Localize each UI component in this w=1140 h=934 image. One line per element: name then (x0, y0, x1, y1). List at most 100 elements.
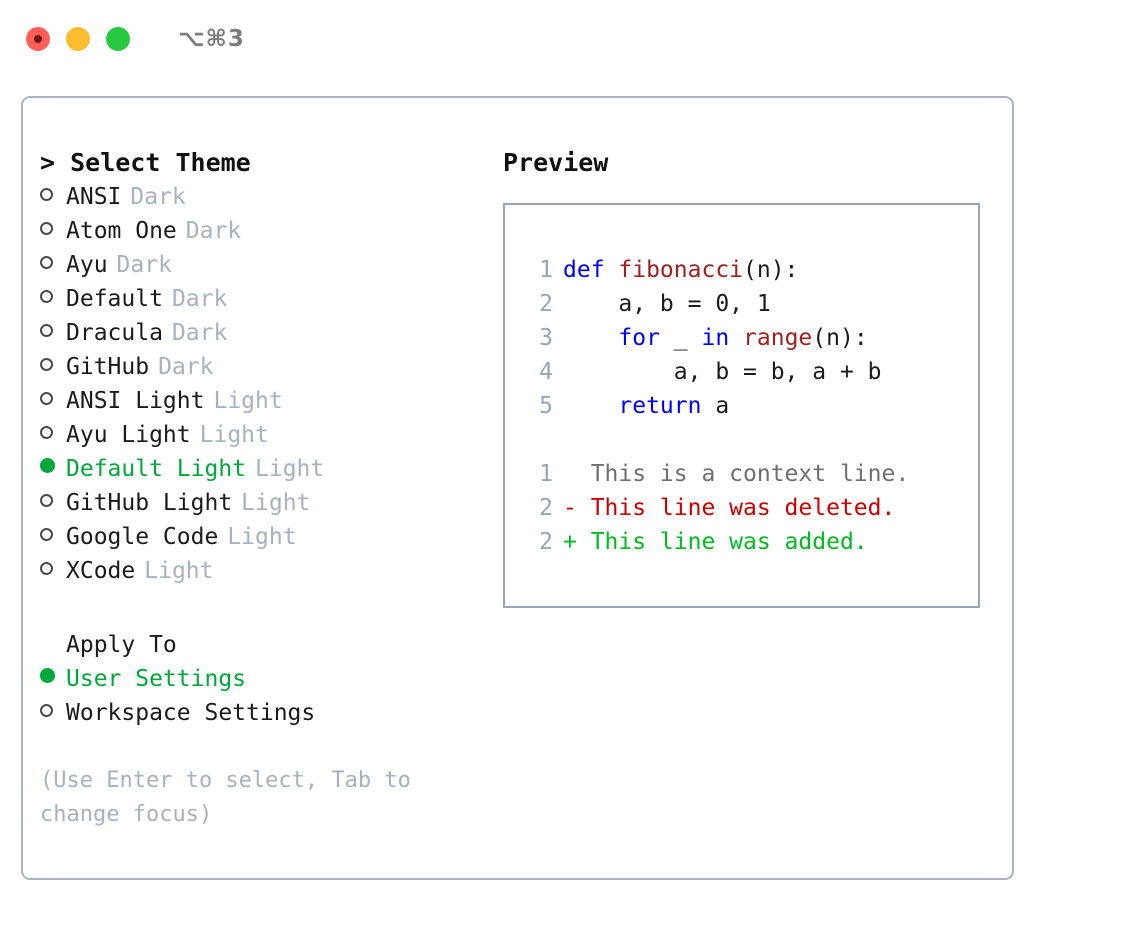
diff-line-deleted: 2- This line was deleted. (523, 491, 978, 525)
code-line-content: def fibonacci(n): (563, 253, 798, 287)
theme-option-ansi[interactable]: ANSI Dark (40, 180, 503, 214)
maximize-button-icon[interactable] (106, 27, 130, 51)
code-token-pl: a, b = b, a + b (563, 359, 882, 385)
radio-unselected-icon[interactable] (40, 256, 66, 269)
code-line: 4 a, b = b, a + b (523, 355, 978, 389)
apply-to-heading: Apply To (66, 632, 177, 658)
diff-line-number: 1 (539, 461, 553, 487)
code-line-content: a, b = b, a + b (563, 355, 882, 389)
window-titlebar: ⌥⌘3 (0, 0, 1140, 78)
code-token-kw: return (618, 393, 702, 419)
code-line-content: for _ in range(n): (563, 321, 868, 355)
radio-dot (40, 256, 53, 269)
theme-option-tag: Light (255, 456, 325, 482)
radio-unselected-icon[interactable] (40, 358, 66, 371)
radio-dot (40, 290, 53, 303)
code-line-number: 1 (539, 257, 553, 283)
code-line: 5 return a (523, 389, 978, 423)
radio-dot (40, 188, 53, 201)
theme-option-label: Dracula (66, 320, 163, 346)
theme-option-ansi-light[interactable]: ANSI Light Light (40, 384, 503, 418)
code-line: 3 for _ in range(n): (523, 321, 978, 355)
diff-line-added: 2+ This line was added. (523, 525, 978, 559)
apply-to-option-label: User Settings (66, 666, 247, 692)
radio-selected-icon[interactable] (40, 668, 66, 683)
window-shortcut-label: ⌥⌘3 (178, 26, 245, 52)
minimize-button-icon[interactable] (66, 27, 90, 51)
radio-unselected-icon[interactable] (40, 222, 66, 235)
theme-option-label: ANSI Light (66, 388, 205, 414)
theme-option-default[interactable]: Default Dark (40, 282, 503, 316)
code-token-pl (729, 325, 743, 351)
radio-dot (40, 562, 53, 575)
close-button-icon[interactable] (26, 27, 50, 51)
radio-unselected-icon[interactable] (40, 562, 66, 575)
theme-option-dracula[interactable]: Dracula Dark (40, 316, 503, 350)
radio-unselected-icon[interactable] (40, 494, 66, 507)
select-theme-heading: > Select Theme (40, 148, 251, 177)
radio-dot (40, 392, 53, 405)
apply-to-option-user-settings[interactable]: User Settings (40, 662, 503, 696)
code-line-number: 3 (539, 325, 553, 351)
apply-to-option-label: Workspace Settings (66, 700, 316, 726)
diff-sample: 1 This is a context line.2- This line wa… (523, 457, 978, 559)
theme-option-label: Ayu Light (66, 422, 191, 448)
theme-option-label: ANSI (66, 184, 122, 210)
radio-unselected-icon[interactable] (40, 528, 66, 541)
code-token-pl: a (701, 393, 730, 419)
code-line-number: 2 (539, 291, 553, 317)
radio-dot (40, 222, 53, 235)
radio-unselected-icon[interactable] (40, 392, 66, 405)
radio-unselected-icon[interactable] (40, 324, 66, 337)
theme-option-tag: Light (213, 388, 283, 414)
code-token-kw: def (563, 257, 619, 283)
hint-spacer (40, 730, 503, 764)
code-token-pl (563, 325, 618, 351)
code-line-number: 4 (539, 359, 553, 385)
radio-dot (40, 426, 53, 439)
theme-option-github-light[interactable]: GitHub Light Light (40, 486, 503, 520)
radio-unselected-icon[interactable] (40, 426, 66, 439)
theme-option-tag: Dark (171, 320, 228, 346)
code-token-pl: _ (659, 325, 702, 351)
theme-option-label: Atom One (66, 218, 177, 244)
code-token-fn: fibonacci (618, 257, 744, 283)
theme-option-tag: Dark (130, 184, 186, 210)
theme-option-tag: Dark (158, 354, 214, 380)
radio-dot (40, 458, 55, 473)
radio-dot (40, 358, 53, 371)
code-line-content: a, b = 0, 1 (563, 287, 771, 321)
apply-to-option-workspace-settings[interactable]: Workspace Settings (40, 696, 503, 730)
code-token-pl: a, b = 0, 1 (563, 291, 771, 317)
theme-option-label: GitHub Light (66, 490, 233, 516)
theme-option-tag: Dark (171, 286, 228, 312)
theme-option-label: Default (66, 286, 163, 312)
radio-dot (40, 668, 55, 683)
code-line-number: 5 (539, 393, 553, 419)
theme-option-github[interactable]: GitHub Dark (40, 350, 503, 384)
theme-option-label: GitHub (66, 354, 150, 380)
radio-selected-icon[interactable] (40, 458, 66, 473)
code-token-pl: (n): (743, 257, 799, 283)
theme-option-label: XCode (66, 558, 136, 584)
radio-unselected-icon[interactable] (40, 704, 66, 717)
radio-unselected-icon[interactable] (40, 188, 66, 201)
radio-unselected-icon[interactable] (40, 290, 66, 303)
theme-option-tag: Light (241, 490, 311, 516)
code-token-pl: (n): (812, 325, 868, 351)
code-diff-spacer (523, 423, 978, 457)
diff-line-content: - This line was deleted. (563, 495, 896, 521)
preview-heading: Preview (503, 148, 609, 177)
code-token-pl (563, 393, 618, 419)
